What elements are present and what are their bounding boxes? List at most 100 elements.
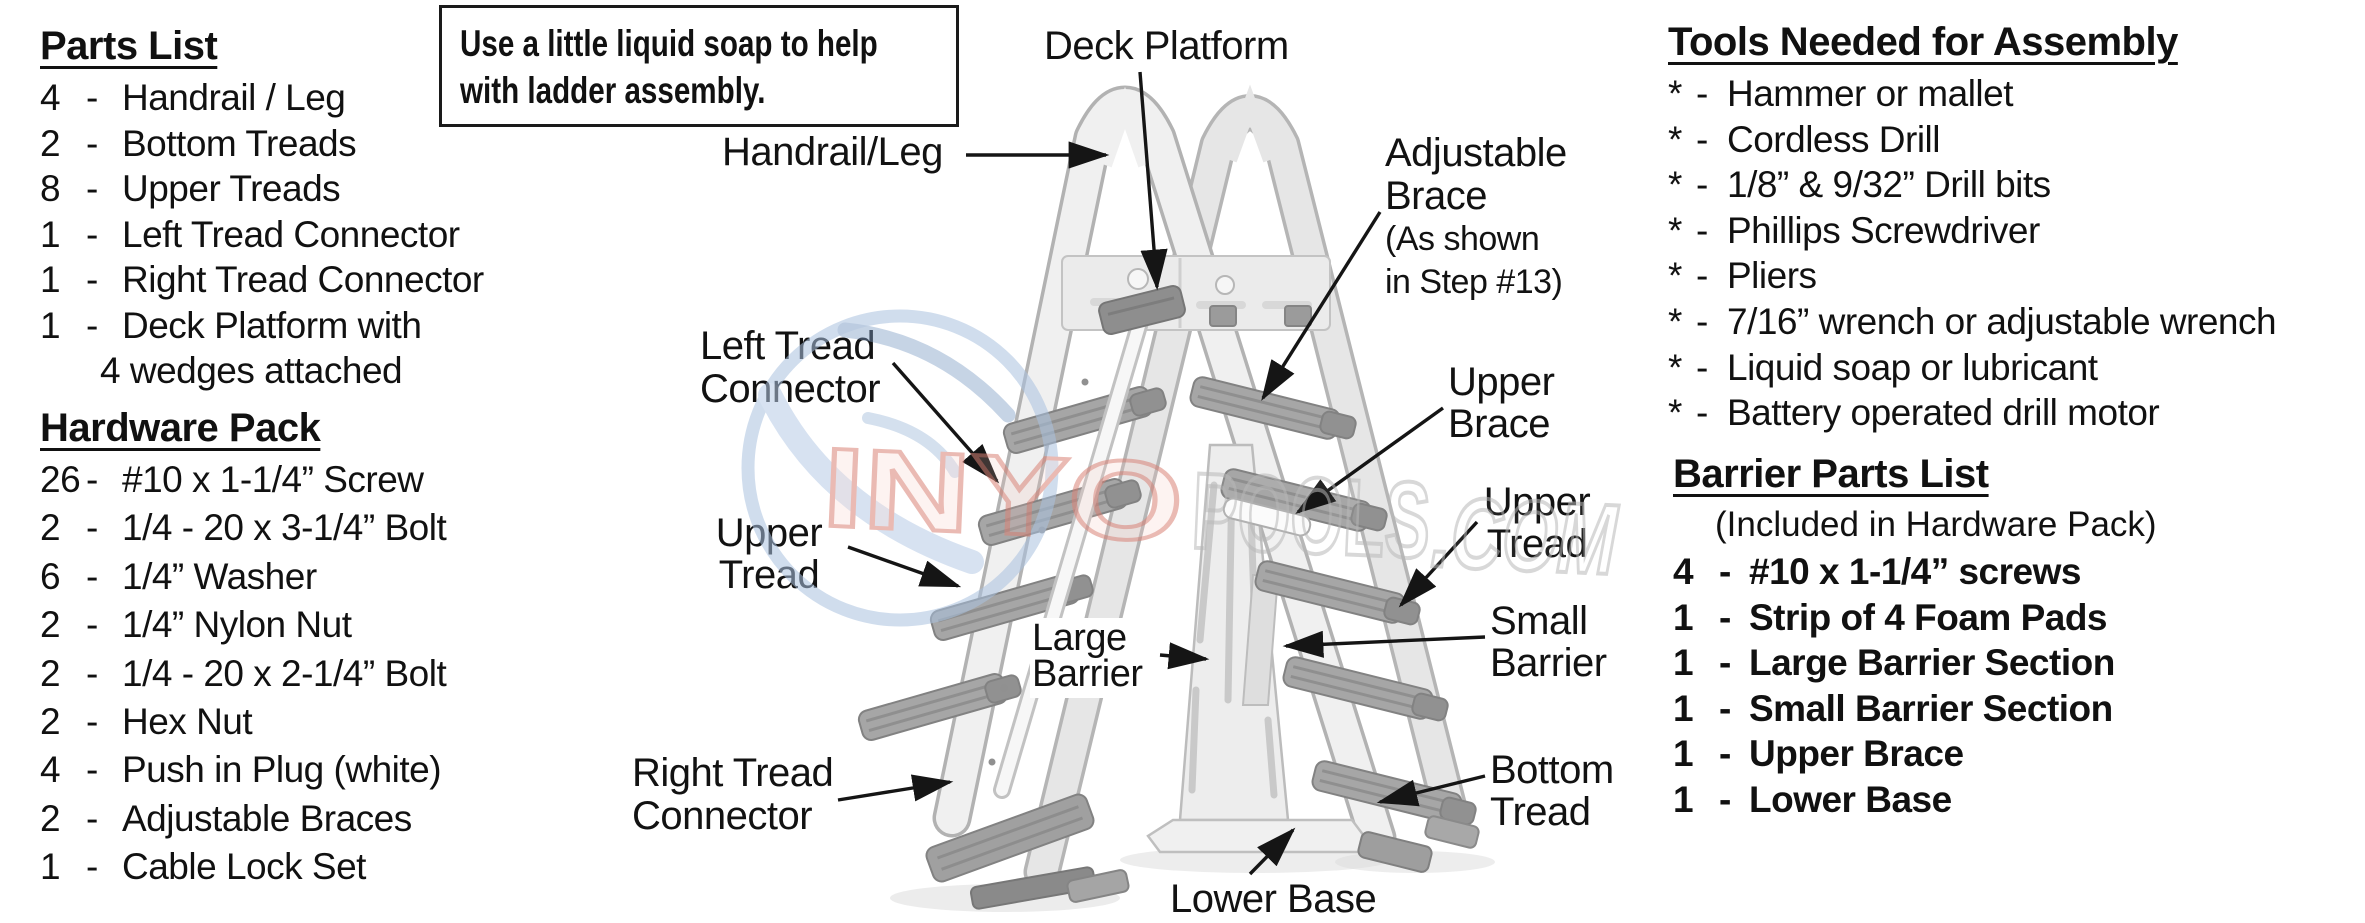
item-qty: * bbox=[1668, 392, 1682, 434]
barrier-parts-item: 1 - Large Barrier Section bbox=[1673, 642, 2157, 688]
item-name: Strip of 4 Foam Pads bbox=[1749, 596, 2108, 638]
barrier-parts-item: 1 - Small Barrier Section bbox=[1673, 688, 2157, 734]
barrier-parts-panel: Barrier Parts List (Included in Hardware… bbox=[1673, 452, 2157, 824]
item-dash: - bbox=[1719, 551, 1731, 592]
item-name: Phillips Screwdriver bbox=[1727, 209, 2040, 251]
item-name: Cordless Drill bbox=[1727, 118, 1940, 160]
hardware-pack-item: 4 - Push in Plug (white) bbox=[40, 749, 446, 797]
item-name: Cable Lock Set bbox=[122, 846, 366, 888]
item-name: 1/4 - 20 x 3-1/4” Bolt bbox=[122, 507, 447, 549]
parts-list-panel: Parts List 4 - Handrail / Leg 2 - Bottom… bbox=[40, 24, 484, 392]
tools-items: * - Hammer or mallet * - Cordless Drill … bbox=[1668, 73, 2277, 438]
adjustable-brace-arrow bbox=[1261, 211, 1382, 401]
item-dash: - bbox=[86, 213, 98, 255]
watermark-pools: POOLS bbox=[1190, 450, 1433, 581]
item-dash: - bbox=[86, 846, 98, 888]
item-qty: * bbox=[1668, 346, 1682, 388]
parts-list-item: 8 - Upper Treads bbox=[40, 168, 484, 214]
item-qty: 8 bbox=[40, 168, 61, 209]
item-qty: 1 bbox=[1673, 596, 1694, 638]
watermark-inyo: INYO bbox=[820, 425, 1185, 566]
tools-panel: Tools Needed for Assembly * - Hammer or … bbox=[1668, 20, 2277, 438]
note-line-1: Use a little liquid soap to help bbox=[460, 23, 878, 64]
hardware-pack-item: 1 - Cable Lock Set bbox=[40, 846, 446, 894]
label-adjustable-brace: Adjustable Brace (As shown in Step #13) bbox=[1385, 131, 1567, 302]
barrier-parts-items: 4 - #10 x 1-1/4” screws 1 - Strip of 4 F… bbox=[1673, 551, 2157, 824]
item-qty: 1 bbox=[40, 213, 61, 255]
item-dash: - bbox=[1696, 300, 1708, 342]
item-name: Handrail / Leg bbox=[122, 77, 346, 118]
item-qty: 1 bbox=[1673, 642, 1694, 683]
item-qty: 4 bbox=[40, 749, 61, 791]
liquid-soap-note-box: Use a little liquid soap to help with la… bbox=[439, 5, 959, 127]
item-name: Upper Treads bbox=[122, 168, 341, 209]
label-upper-tread-left: Upper Tread bbox=[715, 511, 823, 597]
lower-base-arrow bbox=[1248, 827, 1296, 876]
near-a-frame bbox=[932, 85, 1397, 858]
item-qty: * bbox=[1668, 73, 1682, 114]
hardware-pack-item: 6 - 1/4” Washer bbox=[40, 556, 446, 604]
item-dash: - bbox=[86, 507, 98, 549]
item-dash: - bbox=[1696, 392, 1708, 434]
parts-list-item: 1 - Deck Platform with bbox=[40, 305, 484, 351]
tools-title: Tools Needed for Assembly bbox=[1668, 20, 2178, 64]
item-qty: 2 bbox=[40, 652, 61, 694]
item-dash: - bbox=[86, 122, 98, 164]
item-name: Battery operated drill motor bbox=[1727, 392, 2160, 434]
item-qty: 1 bbox=[1673, 778, 1694, 820]
item-name: Lower Base bbox=[1749, 778, 1952, 820]
item-qty: * bbox=[1668, 209, 1682, 251]
barrier-parts-item: 1 - Lower Base bbox=[1673, 779, 2157, 825]
bottom-tread-arrow bbox=[1376, 774, 1486, 807]
item-dash: - bbox=[1696, 209, 1708, 251]
parts-list-title: Parts List bbox=[40, 24, 218, 68]
parts-list-item: 4 - Handrail / Leg bbox=[40, 77, 484, 123]
item-name: Hammer or mallet bbox=[1727, 73, 2014, 114]
item-dash: - bbox=[86, 797, 98, 839]
barrier-parts-subtitle: (Included in Hardware Pack) bbox=[1715, 505, 2157, 544]
tools-item: * - Liquid soap or lubricant bbox=[1668, 347, 2276, 393]
item-qty: 2 bbox=[40, 700, 61, 742]
item-dash: - bbox=[86, 259, 98, 300]
tools-item: * - Cordless Drill bbox=[1668, 119, 2276, 165]
label-upper-tread-right: Upper Tread bbox=[1483, 480, 1591, 566]
item-name: Pliers bbox=[1727, 255, 1817, 297]
parts-list-item: 2 - Bottom Treads bbox=[40, 123, 484, 169]
item-name: Liquid soap or lubricant bbox=[1727, 346, 2098, 388]
note-line-2: with ladder assembly. bbox=[460, 70, 766, 111]
label-upper-brace: Upper Brace bbox=[1448, 360, 1555, 446]
panel-hole bbox=[1127, 268, 1149, 290]
hardware-pack-item: 2 - 1/4” Nylon Nut bbox=[40, 604, 446, 652]
tools-item: * - Phillips Screwdriver bbox=[1668, 210, 2276, 256]
item-dash: - bbox=[1719, 642, 1731, 683]
item-name: Push in Plug (white) bbox=[122, 749, 442, 791]
panel-hole bbox=[1215, 275, 1235, 295]
label-left-tread-connector: Left Tread Connector bbox=[700, 324, 881, 411]
parts-list-item: 1 - Right Tread Connector bbox=[40, 259, 484, 305]
panel-clip bbox=[1209, 305, 1237, 327]
item-name: 1/4” Washer bbox=[122, 555, 317, 597]
hardware-pack-item: 2 - 1/4 - 20 x 2-1/4” Bolt bbox=[40, 652, 447, 701]
label-small-barrier: Small Barrier bbox=[1490, 599, 1607, 685]
item-qty: 1 bbox=[1673, 733, 1694, 774]
lower-base-part bbox=[1146, 818, 1366, 854]
item-qty: 6 bbox=[40, 555, 61, 597]
item-name: Small Barrier Section bbox=[1749, 687, 2113, 729]
item-name: Upper Brace bbox=[1749, 733, 1964, 774]
tread-connector-strip bbox=[988, 293, 1155, 799]
label-lower-base: Lower Base bbox=[1170, 877, 1377, 921]
item-qty: 4 bbox=[1673, 551, 1694, 592]
upper-tread-right-arrow bbox=[1398, 520, 1479, 608]
item-dash: - bbox=[1719, 596, 1731, 638]
hardware-pack-item: 2 - 1/4 - 20 x 3-1/4” Bolt bbox=[40, 507, 447, 555]
hardware-pack-item: 26 - #10 x 1-1/4” Screw bbox=[40, 459, 446, 507]
barrier-parts-item: 1 - Upper Brace bbox=[1673, 733, 2157, 779]
small-barrier-part bbox=[1241, 574, 1280, 706]
upper-tread-left-arrow bbox=[847, 545, 962, 588]
label-right-tread-connector: Right Tread Connector bbox=[632, 751, 834, 838]
item-qty: 1 bbox=[40, 259, 61, 300]
item-qty: * bbox=[1668, 164, 1682, 206]
label-large-barrier: Large Barrier bbox=[1030, 618, 1153, 698]
label-bottom-tread: Bottom Tread bbox=[1490, 748, 1614, 834]
